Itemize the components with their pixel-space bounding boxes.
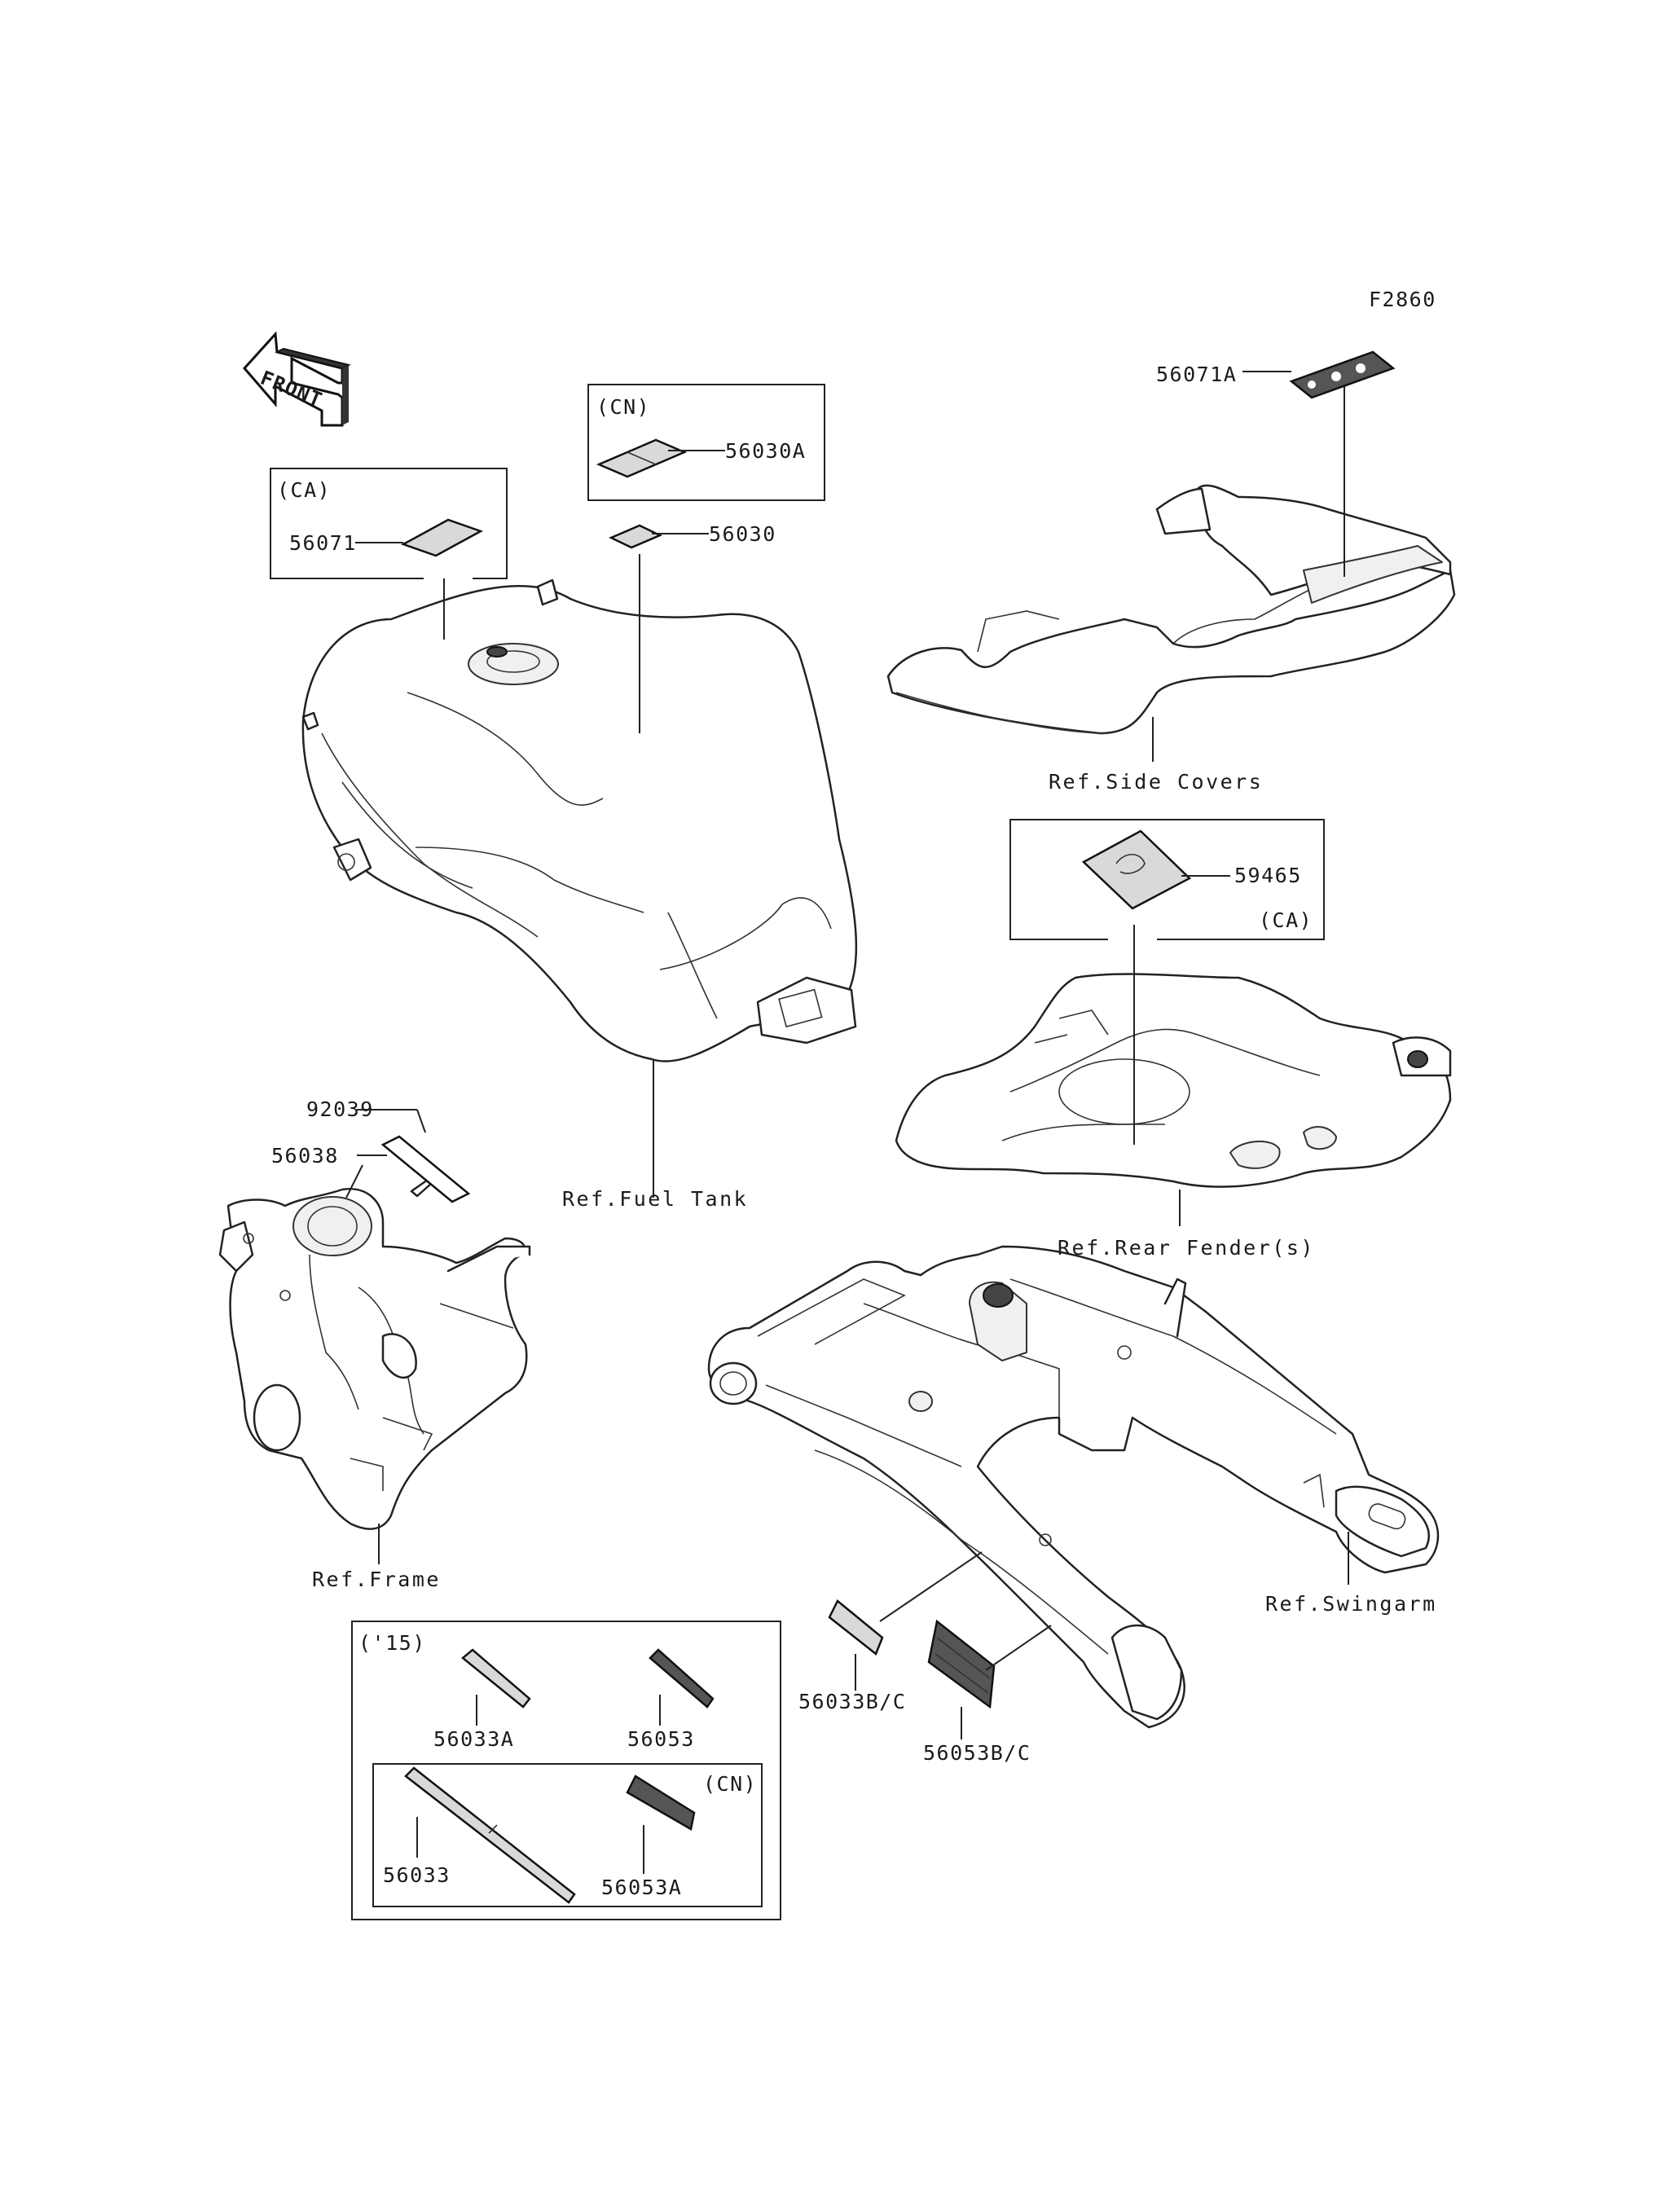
part-label-56038: 56038 [271,1144,339,1168]
part-label-56030: 56030 [709,522,776,546]
cn-region-box-top [587,384,825,501]
diagram-code: F2860 [1369,288,1436,311]
part-label-56071A: 56071A [1156,363,1237,386]
part-label-56033A: 56033A [433,1727,514,1751]
decal-56033BC [828,1551,983,1691]
decal-56071 [355,518,484,557]
ref-rear-fender: Ref.Rear Fender(s) [1058,1236,1315,1260]
ref-fuel-tank: Ref.Fuel Tank [562,1187,748,1211]
fuel-tank-drawing [301,578,858,1198]
ca-region-box-fuel-tank [270,468,508,640]
part-label-56053A: 56053A [601,1876,682,1899]
region-label-cn-top: (CN) [596,395,650,419]
part-label-56071: 56071 [289,531,357,555]
decal-56030 [608,524,709,733]
ref-side-covers: Ref.Side Covers [1049,770,1263,794]
y15-region-box [351,1621,781,1920]
region-label-y15: ('15) [358,1631,426,1655]
part-label-56033BC: 56033B/C [798,1690,906,1713]
region-label-ca-fuel-tank: (CA) [277,478,331,502]
side-covers-drawing [886,376,1456,762]
clamp-and-label-92039-56038 [357,1109,471,1203]
front-arrow-icon: FRONT [242,331,351,427]
swingarm-drawing [707,1245,1440,1729]
part-label-56053: 56053 [627,1727,695,1751]
ref-frame: Ref.Frame [312,1568,441,1591]
decal-56053BC [927,1619,1052,1739]
decal-56071A [1242,350,1396,399]
ca-region-box-rear-fender [1009,819,1325,940]
frame-drawing [218,1164,531,1564]
region-label-ca-rear-fender: (CA) [1259,908,1313,932]
region-label-cn-bottom: (CN) [703,1772,757,1796]
part-label-56053BC: 56053B/C [923,1741,1031,1765]
part-label-56033: 56033 [383,1863,451,1887]
part-label-56030A: 56030A [725,439,806,463]
decal-59465 [1081,829,1230,910]
rear-fender-drawing [895,925,1452,1226]
part-label-59465: 59465 [1234,864,1302,887]
decal-56030A [596,438,725,478]
part-label-92039: 92039 [306,1097,374,1121]
ref-swingarm: Ref.Swingarm [1265,1592,1437,1616]
